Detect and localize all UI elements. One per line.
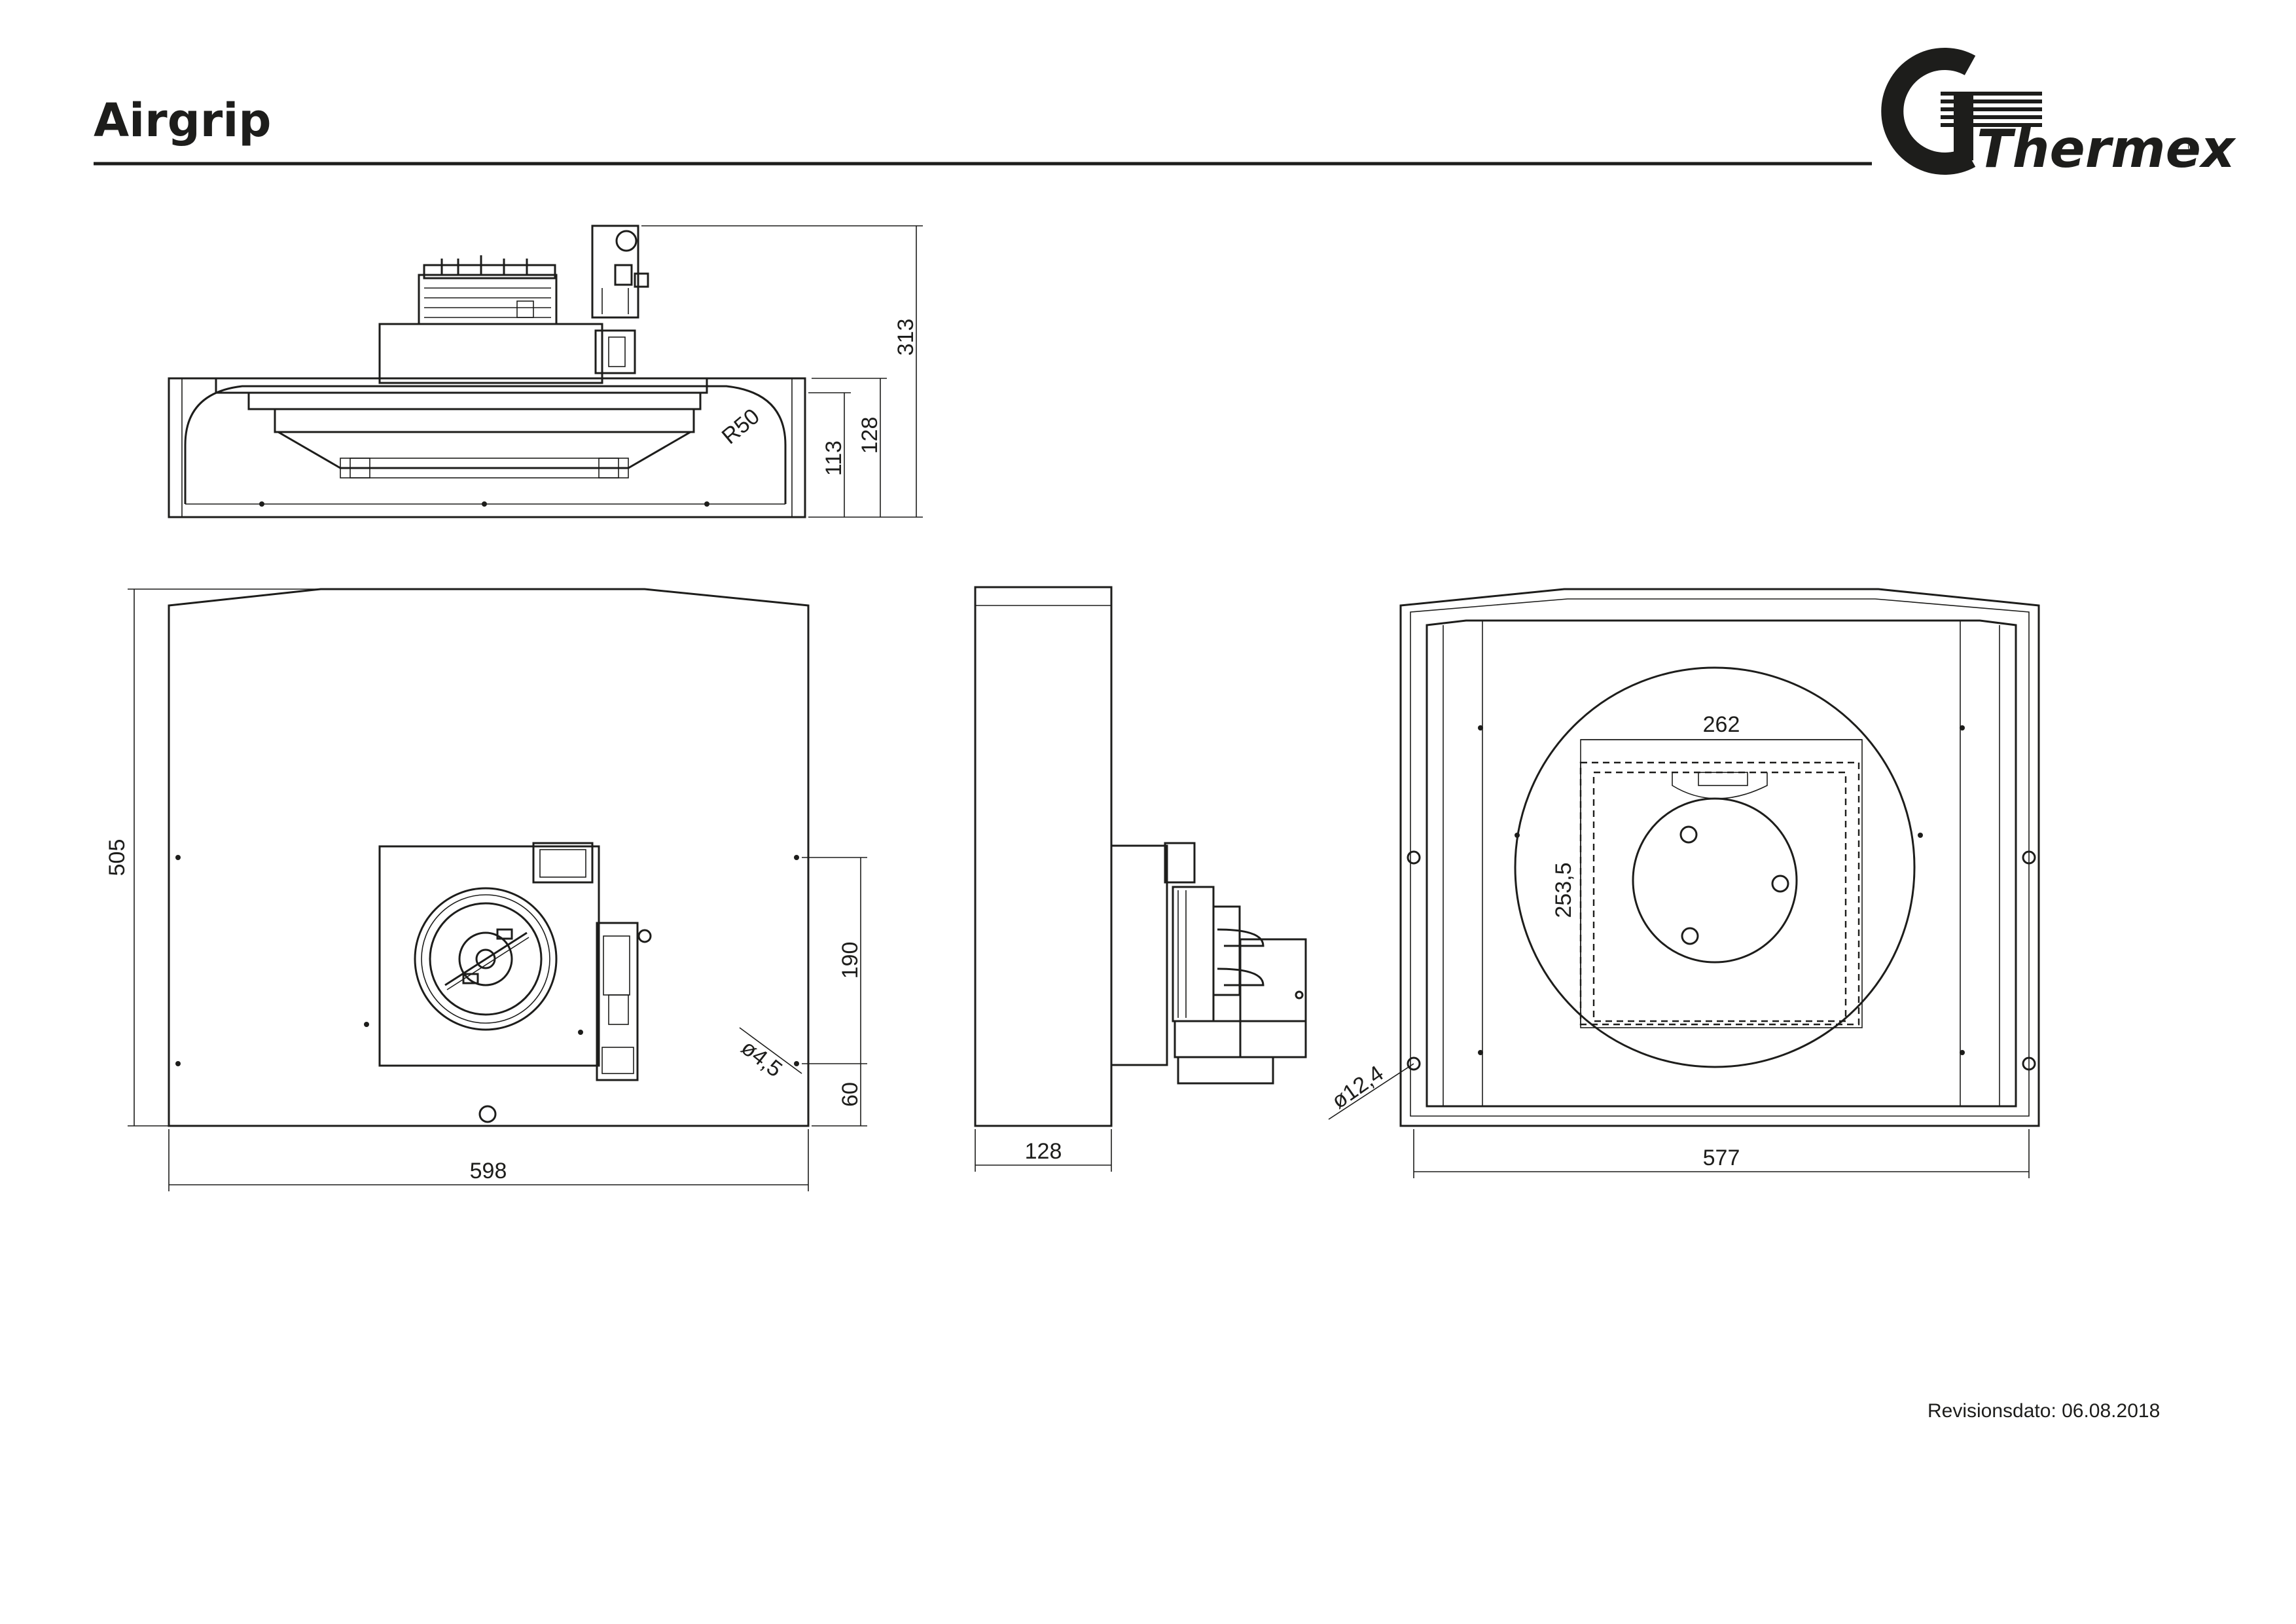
dim-height-total: 313 (893, 319, 918, 356)
dim-height-body: 128 (857, 417, 882, 454)
top-view-dims: 113 128 313 (641, 225, 923, 518)
dim-width: 598 (470, 1159, 507, 1183)
side-view-dims: 128 (975, 1129, 1112, 1172)
dim-bottom-width: 577 (1703, 1146, 1740, 1170)
dim-hole-diameter: ø4,5 (736, 1035, 787, 1082)
dim-height-inner: 113 (821, 441, 846, 476)
dim-depth: 128 (1025, 1139, 1062, 1164)
dim-radius: R50 (717, 404, 764, 449)
front-view-dims: 505 190 60 598 (105, 588, 867, 1191)
dim-height: 505 (105, 839, 130, 876)
registered-mark: ® (2186, 139, 2200, 156)
thermex-logo: Thermex ® (1881, 48, 2236, 179)
page-title: Airgrip (94, 94, 271, 147)
dim-hole-offset: 60 (838, 1082, 863, 1107)
logo-text: Thermex (1977, 118, 2236, 179)
side-view (974, 586, 1307, 1127)
bottom-view: ø12,4 (1327, 588, 2040, 1127)
dim-mount-hole: ø12,4 (1327, 1061, 1388, 1114)
dim-hole-spacing: 190 (838, 942, 863, 979)
dim-motor-width: 262 (1703, 712, 1740, 737)
bottom-view-dims: 262 253,5 577 (1413, 712, 2030, 1178)
revision-date: Revisionsdato: 06.08.2018 (1928, 1400, 2160, 1422)
dim-motor-height: 253,5 (1551, 862, 1576, 918)
front-view: ø4,5 (168, 588, 810, 1127)
top-view: R50 (168, 225, 806, 518)
